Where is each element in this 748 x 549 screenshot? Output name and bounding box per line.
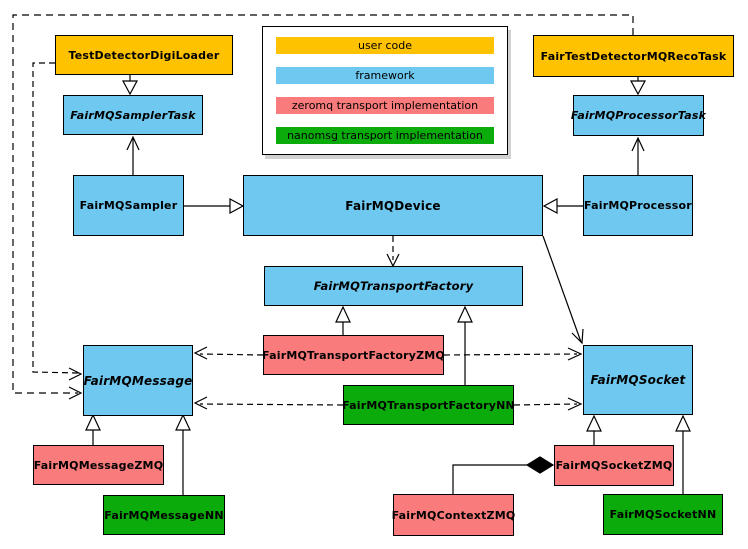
node-fairmqmessage: FairMQMessage: [83, 345, 193, 416]
node-label: FairMQProcessor: [584, 199, 692, 212]
edge-processor-processortask: [631, 136, 645, 175]
node-fairmqsampler: FairMQSampler: [73, 175, 184, 236]
inheritance-triangle-icon: [229, 197, 245, 215]
node-fairmqsamplertask: FairMQSamplerTask: [63, 95, 203, 135]
inheritance-triangle-icon: [542, 197, 558, 215]
node-label: FairMQSocket: [590, 373, 686, 387]
open-arrow-icon: [193, 396, 208, 410]
inheritance-triangle-icon: [121, 80, 139, 96]
edge-messagezmq-message: [85, 413, 101, 445]
node-label: TestDetectorDigiLoader: [68, 48, 220, 62]
open-arrow-icon: [126, 135, 140, 151]
node-label: FairMQSocketZMQ: [555, 459, 673, 472]
inheritance-triangle-icon: [675, 414, 691, 432]
edge-device-socket: [542, 235, 584, 345]
node-label: FairMQSamplerTask: [70, 108, 196, 122]
edge-tfnn-socket: [513, 397, 583, 411]
inheritance-triangle-icon: [629, 80, 647, 96]
legend-item-framework: framework: [276, 67, 494, 84]
node-fairmqtransportfactoryzmq: FairMQTransportFactoryZMQ: [262, 335, 445, 375]
edge-digiloader-samplertask: [121, 75, 139, 96]
edge-recotask-message: [12, 14, 634, 400]
node-fairmqtransportfactorynn: FairMQTransportFactoryNN: [342, 385, 515, 425]
edge-processor-device: [542, 197, 583, 215]
node-label: FairMQMessageNN: [104, 508, 224, 522]
edge-device-transportfactory: [386, 236, 400, 268]
node-label: FairMQMessageZMQ: [33, 458, 164, 472]
legend-item-user-code: user code: [276, 37, 494, 54]
legend-item-nanomsg: nanomsg transport implementation: [276, 127, 494, 144]
edge-tfzmq-socket: [443, 347, 583, 361]
edge-digiloader-message: [32, 62, 83, 381]
legend-box: user code framework zeromq transport imp…: [262, 26, 508, 155]
edge-sampler-device: [184, 197, 245, 215]
node-label: FairMQProcessorTask: [570, 109, 707, 122]
legend-label: user code: [357, 39, 413, 52]
edge-socketzmq-socket: [586, 414, 602, 445]
node-label: FairMQTransportFactoryNN: [342, 398, 515, 412]
node-label: FairMQContextZMQ: [391, 508, 516, 522]
edge-tfnn-transportfactory: [457, 305, 473, 385]
node-label: FairMQTransportFactoryZMQ: [262, 348, 445, 362]
open-arrow-icon: [68, 386, 83, 400]
edge-tfzmq-transportfactory: [335, 305, 351, 335]
node-fairmqmessagenn: FairMQMessageNN: [103, 495, 225, 535]
node-fairmqsocket: FairMQSocket: [583, 345, 693, 415]
node-label: FairTestDetectorMQRecoTask: [540, 49, 727, 63]
legend-item-zeromq: zeromq transport implementation: [276, 97, 494, 114]
inheritance-triangle-icon: [457, 305, 473, 323]
edge-tfzmq-message: [193, 346, 264, 360]
node-fairmqprocessor: FairMQProcessor: [583, 175, 693, 236]
legend-label: nanomsg transport implementation: [287, 129, 483, 142]
legend-label: zeromq transport implementation: [291, 99, 479, 112]
open-arrow-icon: [193, 346, 208, 360]
node-fairmqmessagezmq: FairMQMessageZMQ: [33, 445, 164, 485]
edge-recotask-processortask: [629, 77, 647, 96]
node-fairmqsocketzmq: FairMQSocketZMQ: [554, 445, 674, 486]
node-fairmqsocketnn: FairMQSocketNN: [603, 494, 723, 535]
node-label: FairMQDevice: [345, 198, 441, 213]
edge-socketnn-socket: [675, 414, 691, 494]
edge-sampler-samplertask: [126, 135, 140, 175]
edge-messagenn-message: [175, 413, 191, 495]
node-fairtestdetectormqrecotask: FairTestDetectorMQRecoTask: [533, 35, 734, 77]
edge-tfnn-message: [193, 396, 344, 410]
open-arrow-icon: [567, 347, 583, 361]
open-arrow-icon: [631, 136, 645, 152]
composition-diamond-icon: [525, 456, 555, 474]
inheritance-triangle-icon: [335, 305, 351, 323]
inheritance-triangle-icon: [175, 413, 191, 431]
node-fairmqdevice: FairMQDevice: [243, 175, 543, 236]
legend-label: framework: [355, 69, 415, 82]
node-fairmqtransportfactory: FairMQTransportFactory: [264, 266, 523, 306]
open-arrow-icon: [567, 397, 583, 411]
edge-contextzmq-socketzmq: [452, 456, 555, 494]
open-arrow-icon: [571, 328, 584, 345]
open-arrow-icon: [68, 367, 83, 381]
inheritance-triangle-icon: [586, 414, 602, 432]
inheritance-triangle-icon: [85, 413, 101, 431]
node-label: FairMQMessage: [83, 373, 193, 388]
node-label: FairMQSocketNN: [609, 508, 717, 521]
node-testdetectordigiloader: TestDetectorDigiLoader: [55, 35, 233, 75]
node-label: FairMQTransportFactory: [313, 279, 474, 293]
node-fairmqprocessortask: FairMQProcessorTask: [570, 95, 707, 136]
node-fairmqcontextzmq: FairMQContextZMQ: [391, 494, 516, 536]
node-label: FairMQSampler: [79, 199, 178, 212]
